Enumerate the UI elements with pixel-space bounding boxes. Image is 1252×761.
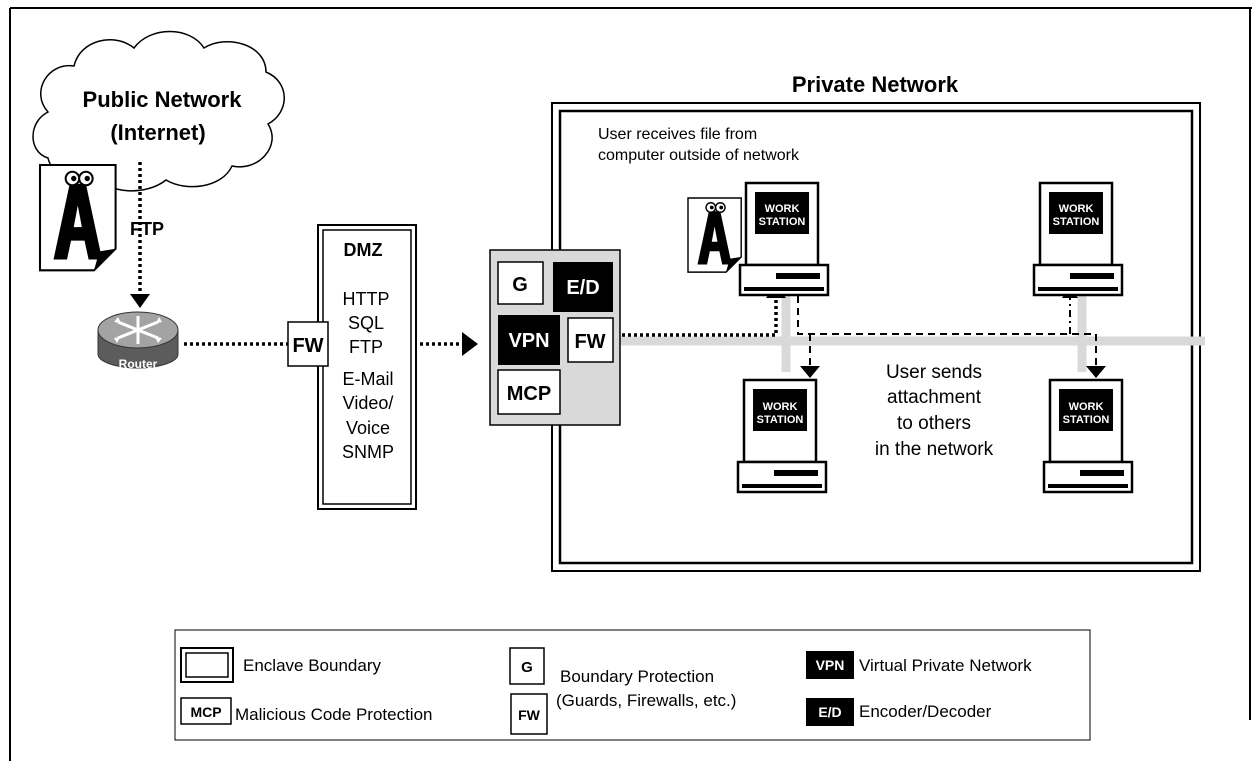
gateway-vpn-badge <box>498 315 560 365</box>
dmz-service-email: E-Mail <box>342 369 393 389</box>
workstation-2-label-line2: STATION <box>1053 216 1100 228</box>
legend-vpn-badge: VPN <box>816 657 845 673</box>
dmz-title: DMZ <box>344 240 383 260</box>
legend-ed-text: Encoder/Decoder <box>859 702 992 721</box>
legend-fw-badge: FW <box>518 707 541 723</box>
ftp-label: FTP <box>130 219 164 239</box>
send-note-line4: in the network <box>875 439 994 460</box>
workstation-icon <box>1032 181 1124 297</box>
legend-enclave-boundary: Enclave Boundary <box>243 656 381 675</box>
public-network-title: Public Network <box>83 87 243 112</box>
received-document-icon <box>687 197 742 273</box>
workstation-4-label-line2: STATION <box>1063 414 1110 426</box>
gateway-vpn-label: VPN <box>508 330 549 352</box>
send-note-line2: attachment <box>887 387 982 408</box>
legend-mcp-badge: MCP <box>190 704 221 720</box>
workstation-3-label-line1: WORK <box>763 401 798 413</box>
receive-note-line1: User receives file from <box>598 126 757 143</box>
workstation-4-label-line1: WORK <box>1069 401 1104 413</box>
dmz-fw-label: FW <box>292 335 323 357</box>
distribution-arrowhead-ws3 <box>800 366 820 378</box>
workstation-icon <box>736 378 828 494</box>
gateway-g-label: G <box>512 274 528 296</box>
gateway-fw-badge <box>567 317 614 363</box>
dmz-service-sql: SQL <box>348 313 384 333</box>
send-note-line3: to others <box>897 413 971 434</box>
gateway-g-badge <box>497 261 544 305</box>
dmz-service-voice: Voice <box>346 418 390 438</box>
dmz-service-ftp: FTP <box>349 337 383 357</box>
dmz-boundary <box>317 224 417 510</box>
document-icon <box>38 163 117 272</box>
incoming-file-path <box>622 296 778 337</box>
workstation-icon <box>1042 378 1134 494</box>
legend-boundary-line1: Boundary Protection <box>560 667 714 686</box>
legend-boundary-line2: (Guards, Firewalls, etc.) <box>556 691 736 710</box>
dmz-service-snmp: SNMP <box>342 442 394 462</box>
receive-note-line2: computer outside of network <box>598 147 800 164</box>
private-network-title: Private Network <box>792 72 959 97</box>
legend-g-badge: G <box>521 659 533 676</box>
router-label: Router <box>119 357 158 371</box>
gateway-ed-label: E/D <box>566 277 599 299</box>
dmz-service-http: HTTP <box>343 289 390 309</box>
workstation-3-label-line2: STATION <box>757 414 804 426</box>
cloud-icon <box>32 30 285 192</box>
distribution-path <box>797 296 1097 366</box>
dmz-service-video: Video/ <box>343 393 394 413</box>
legend <box>174 629 1091 741</box>
public-network-subtitle: (Internet) <box>110 120 205 145</box>
dmz-inner-boundary <box>322 229 412 505</box>
distribution-arrowhead-ws4 <box>1086 366 1106 378</box>
router-icon <box>97 311 179 369</box>
legend-mcp-text: Malicious Code Protection <box>235 705 432 724</box>
dmz-to-gateway-arrowhead <box>462 332 478 356</box>
legend-ed-badge: E/D <box>818 704 841 720</box>
dmz-fw-badge <box>287 321 329 367</box>
gateway-mcp-badge <box>497 369 561 415</box>
legend-vpn-text: Virtual Private Network <box>859 656 1032 675</box>
workstation-1-label-line1: WORK <box>765 203 800 215</box>
workstation-icon <box>738 181 830 297</box>
workstation-1-label-line2: STATION <box>759 216 806 228</box>
workstation-2-label-line1: WORK <box>1059 203 1094 215</box>
gateway-ed-badge <box>553 262 613 312</box>
gateway-fw-label: FW <box>574 331 605 353</box>
gateway-mcp-label: MCP <box>507 383 551 405</box>
ftp-arrowhead <box>130 294 150 308</box>
send-note-line1: User sends <box>886 362 982 383</box>
